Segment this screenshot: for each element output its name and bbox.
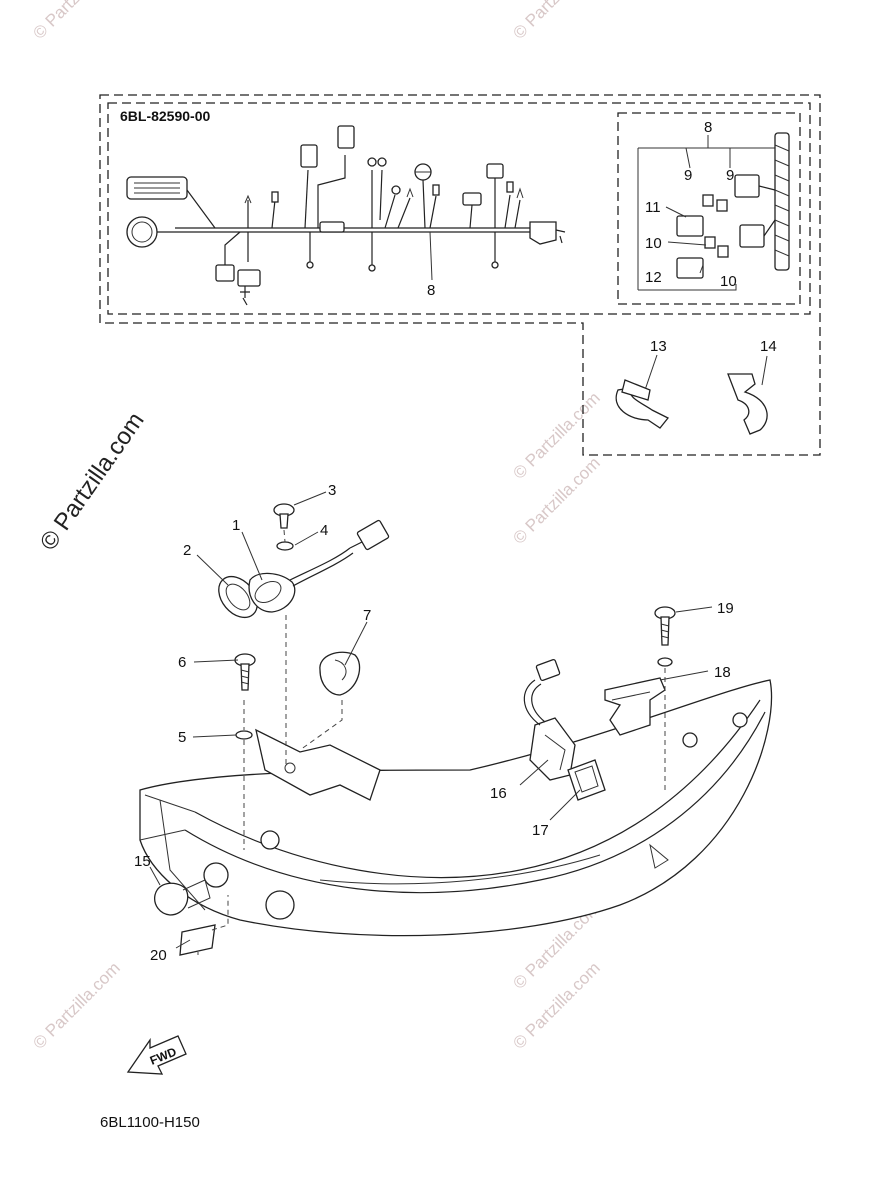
callout-2: 2 [183, 542, 191, 559]
callout-5: 5 [178, 729, 186, 746]
watermark-top-left: © Partzilla.com [29, 0, 123, 43]
callout-19: 19 [717, 600, 734, 617]
watermark-bottom-left-1: © Partzilla.com [29, 958, 123, 1052]
watermark-top-right: © Partzilla.com [509, 0, 603, 43]
callout-8-harness: 8 [427, 282, 435, 299]
bottom-cowling [139, 679, 773, 937]
callout-9-right: 9 [726, 167, 734, 184]
diagram-code: 6BL1100-H150 [100, 1114, 200, 1131]
callout-15: 15 [134, 853, 151, 870]
callout-13: 13 [650, 338, 667, 355]
right-parts-group [154, 606, 676, 956]
relay-box [617, 112, 801, 305]
callout-11: 11 [645, 199, 661, 216]
callout-4: 4 [320, 522, 328, 539]
harness-group: 6BL-82590-00 [99, 94, 821, 456]
callout-6: 6 [178, 654, 186, 671]
callout-18: 18 [714, 664, 731, 681]
callout-leaders [149, 491, 713, 949]
callout-9-left: 9 [684, 167, 692, 184]
harness-outer-box [99, 94, 821, 456]
callout-17: 17 [532, 822, 549, 839]
callout-10-bottom: 10 [720, 273, 737, 290]
harness-inner-box [107, 102, 811, 315]
relay-group [637, 132, 790, 291]
callout-labels: 8 8 9 9 11 10 12 10 13 14 3 4 1 2 7 6 5 … [134, 119, 777, 964]
wire-harness [126, 125, 566, 306]
callout-14: 14 [760, 338, 777, 355]
clip-14 [727, 355, 768, 435]
clip-13 [615, 354, 670, 429]
callout-16: 16 [490, 785, 507, 802]
callout-1: 1 [232, 517, 240, 534]
callout-8-relay: 8 [704, 119, 712, 136]
callout-20: 20 [150, 947, 167, 964]
fwd-arrow: FWD [126, 1035, 187, 1075]
grommet-group [218, 503, 390, 850]
callout-12: 12 [645, 269, 662, 286]
harness-part-code: 6BL-82590-00 [120, 108, 210, 124]
callout-10-left: 10 [645, 235, 662, 252]
callout-3: 3 [328, 482, 336, 499]
callout-7: 7 [363, 607, 371, 624]
watermark-main: © Partzilla.com [35, 407, 150, 555]
